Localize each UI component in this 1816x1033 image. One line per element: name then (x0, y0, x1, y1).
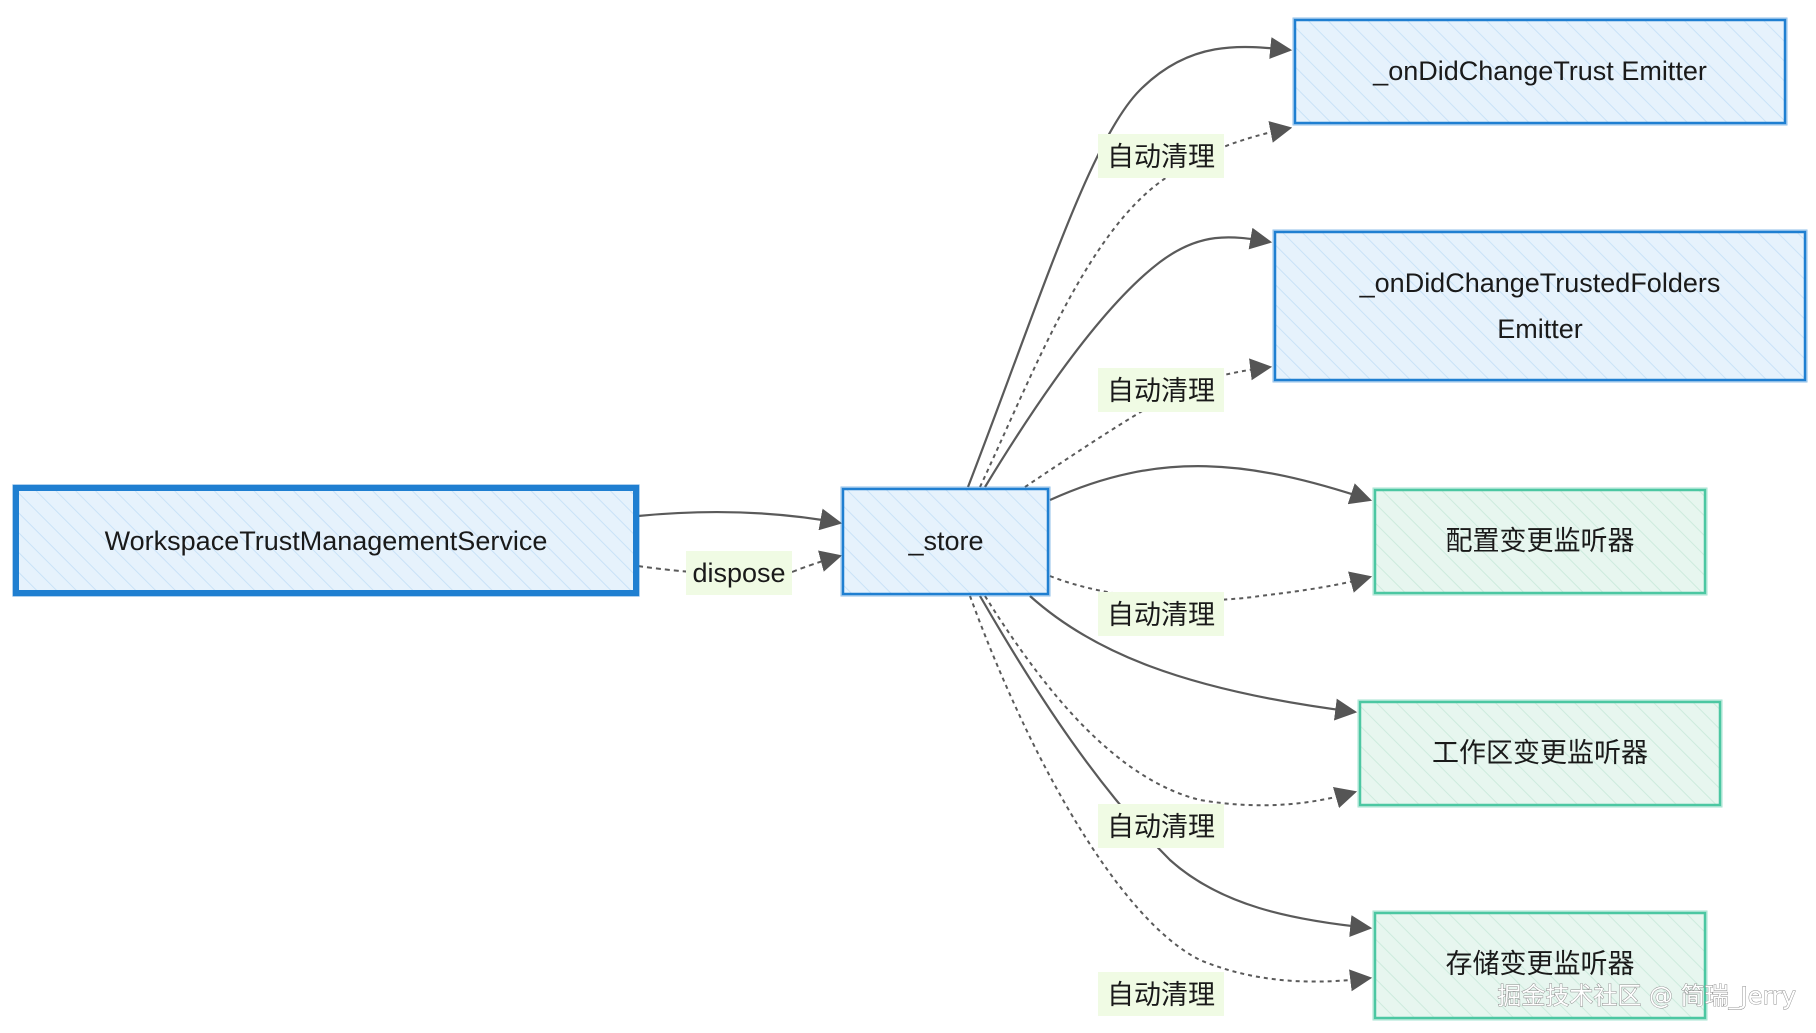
edge-service-to-store (637, 508, 843, 531)
edge-store-cleanup-folders-emitter (1024, 358, 1273, 488)
edge-label-auto-cleanup-1: 自动清理 (1098, 134, 1224, 178)
svg-text:_onDidChangeTrustedFolders: _onDidChangeTrustedFolders (1359, 268, 1721, 298)
node-workspace-listener[interactable]: 工作区变更监听器 (1357, 699, 1723, 808)
edge-label-dispose: dispose (686, 551, 792, 595)
svg-text:自动清理: 自动清理 (1107, 142, 1215, 172)
edge-store-to-workspace-listener (1029, 595, 1358, 721)
nodes: WorkspaceTrustManagementService _store _… (12, 17, 1808, 1021)
edge-store-cleanup-config-listener (1049, 571, 1373, 602)
svg-text:Emitter: Emitter (1497, 314, 1583, 344)
node-workspace-trust-management-service[interactable]: WorkspaceTrustManagementService (12, 484, 640, 597)
watermark: 掘金技术社区 @ 简瑞_Jerry (1497, 982, 1796, 1010)
edge-store-to-trust-emitter (966, 37, 1293, 488)
node-trust-emitter[interactable]: _onDidChangeTrust Emitter (1292, 17, 1788, 126)
edge-store-to-storage-listener (979, 595, 1373, 937)
edge-label-auto-cleanup-2: 自动清理 (1098, 368, 1224, 412)
edge-label-auto-cleanup-4: 自动清理 (1098, 804, 1224, 848)
svg-text:存储变更监听器: 存储变更监听器 (1446, 949, 1635, 979)
svg-text:WorkspaceTrustManagementServic: WorkspaceTrustManagementService (105, 526, 548, 556)
svg-text:自动清理: 自动清理 (1107, 980, 1215, 1010)
node-config-listener[interactable]: 配置变更监听器 (1372, 487, 1708, 596)
svg-text:_store: _store (907, 526, 983, 556)
edge-label-auto-cleanup-5: 自动清理 (1098, 972, 1224, 1016)
svg-text:_onDidChangeTrust Emitter: _onDidChangeTrust Emitter (1372, 56, 1707, 86)
edge-store-cleanup-workspace-listener (984, 595, 1358, 809)
svg-text:自动清理: 自动清理 (1107, 376, 1215, 406)
edge-store-cleanup-storage-listener (969, 595, 1373, 992)
svg-text:配置变更监听器: 配置变更监听器 (1446, 526, 1635, 556)
edge-store-cleanup-trust-emitter (979, 121, 1293, 488)
node-trusted-folders-emitter[interactable]: _onDidChangeTrustedFolders Emitter (1272, 229, 1808, 383)
edge-labels: dispose 自动清理 自动清理 自动清理 自动清理 自动清理 (686, 134, 1224, 1016)
svg-text:自动清理: 自动清理 (1107, 812, 1215, 842)
svg-text:自动清理: 自动清理 (1107, 600, 1215, 630)
edge-store-to-folders-emitter (984, 227, 1273, 488)
node-storage-listener[interactable]: 存储变更监听器 (1372, 910, 1708, 1021)
svg-text:dispose: dispose (692, 558, 785, 588)
node-store[interactable]: _store (840, 486, 1051, 597)
edge-label-auto-cleanup-3: 自动清理 (1098, 592, 1224, 636)
edge-store-to-config-listener (1049, 465, 1373, 505)
svg-text:工作区变更监听器: 工作区变更监听器 (1432, 738, 1648, 768)
